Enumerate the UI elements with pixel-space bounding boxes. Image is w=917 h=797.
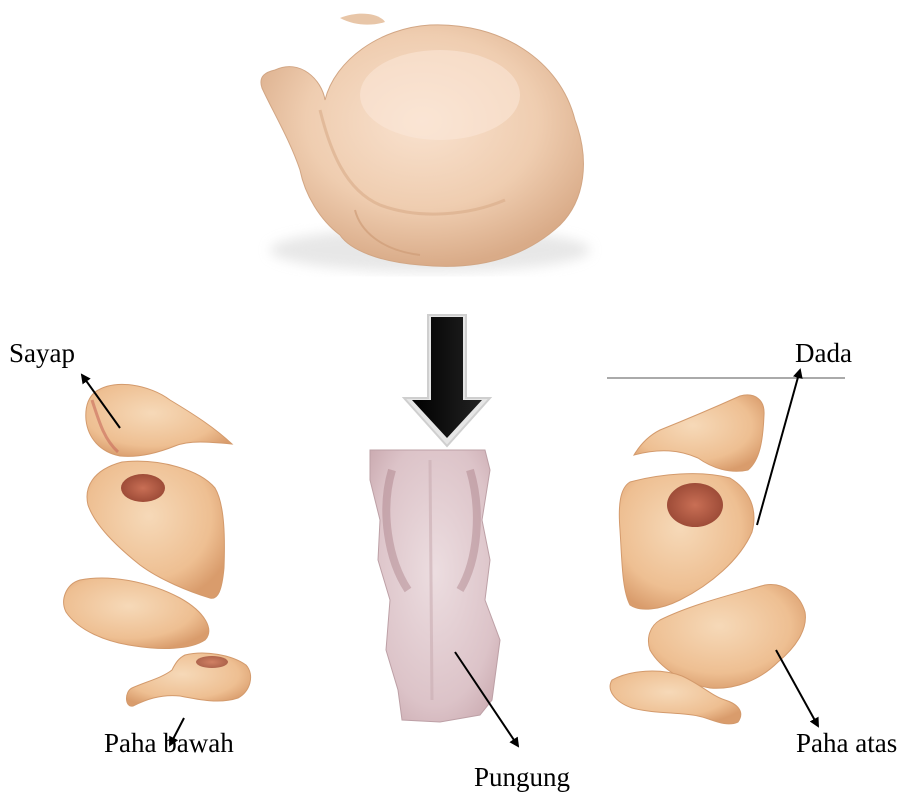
left-pieces-image <box>64 384 251 706</box>
label-paha-bawah: Paha bawah <box>104 730 234 757</box>
label-paha-atas: Paha atas <box>796 730 897 757</box>
label-sayap: Sayap <box>9 340 75 367</box>
paha-atas-pointer-arrow <box>776 650 818 726</box>
label-pungung: Pungung <box>474 764 570 791</box>
label-dada: Dada <box>795 340 852 367</box>
whole-chicken-image <box>261 14 590 272</box>
process-arrow-icon <box>404 315 490 446</box>
right-pieces-image <box>607 378 845 724</box>
back-piece-image <box>370 450 500 722</box>
dada-pointer-arrow <box>757 370 800 525</box>
